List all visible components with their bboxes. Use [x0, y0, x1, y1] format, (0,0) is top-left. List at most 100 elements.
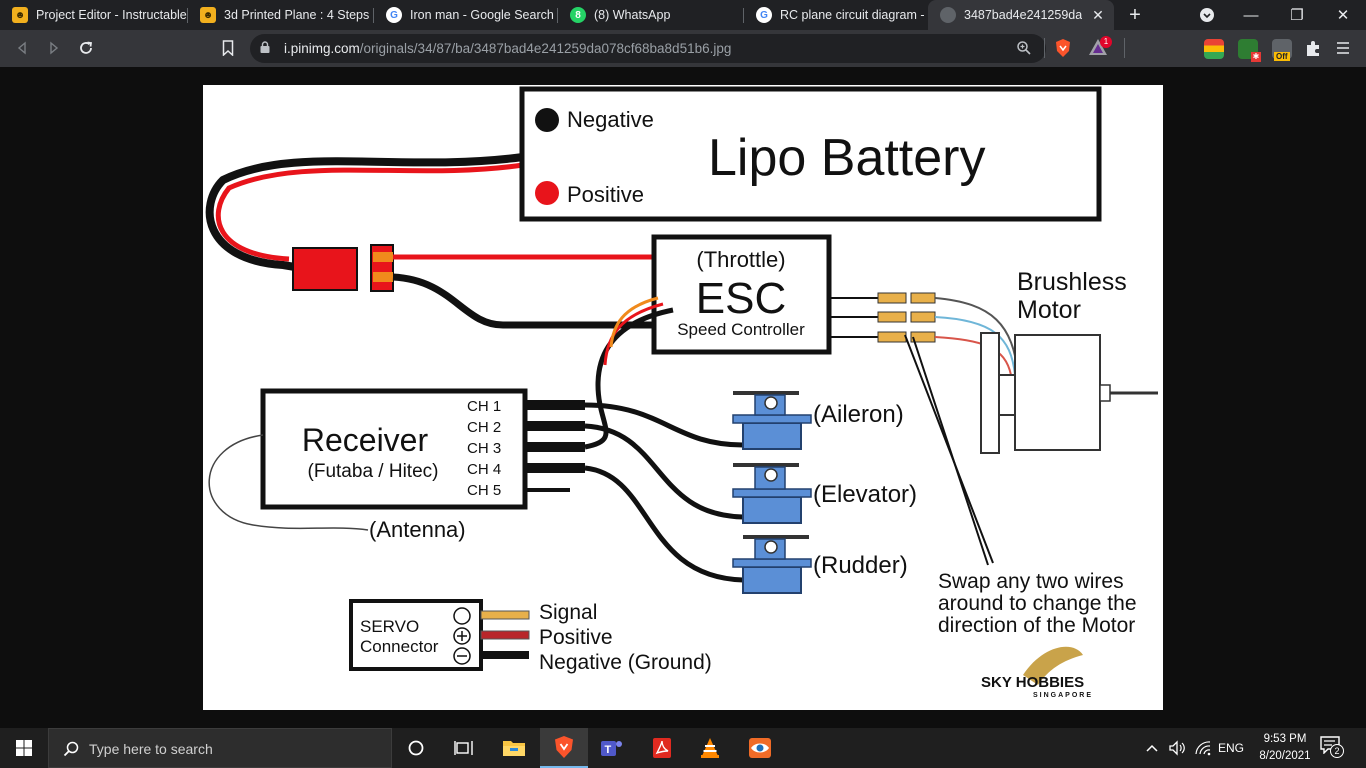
elevator-label: (Elevator): [813, 481, 917, 508]
brave-taskbar-button[interactable]: [540, 728, 588, 768]
cortana-button[interactable]: [392, 728, 440, 768]
eye-icon: [749, 738, 771, 758]
browser-toolbar: i.pinimg.com/originals/34/87/ba/3487bad4…: [0, 30, 1366, 67]
extension-off-icon[interactable]: Off: [1272, 39, 1292, 61]
esc-title: ESC: [696, 274, 786, 323]
forward-button[interactable]: [42, 36, 66, 60]
tab-title: 3d Printed Plane : 4 Steps -: [224, 8, 374, 22]
image-viewer: Negative Positive Lipo Battery (Throttle…: [0, 67, 1366, 728]
show-hidden-icons-button[interactable]: [1144, 728, 1160, 768]
tab-project-editor[interactable]: ☻ Project Editor - Instructables: [0, 0, 188, 30]
servo-negative-label: Negative (Ground): [539, 651, 712, 674]
esc-negative-wire: [392, 273, 656, 329]
extensions-puzzle-icon[interactable]: [1304, 39, 1322, 57]
brave-rewards-button[interactable]: 1: [1088, 36, 1114, 60]
negative-wire: [481, 651, 529, 659]
bullet-connectors: [877, 292, 936, 343]
back-button[interactable]: [10, 36, 34, 60]
chevron-down-icon: [1200, 8, 1214, 22]
tab-search-button[interactable]: [1184, 0, 1230, 30]
teams-button[interactable]: T: [588, 728, 636, 768]
positive-wire: [480, 630, 530, 640]
tab-3d-printed-plane[interactable]: ☻ 3d Printed Plane : 4 Steps -: [188, 0, 374, 30]
reload-icon: [80, 41, 93, 54]
start-button[interactable]: [0, 728, 48, 768]
new-tab-button[interactable]: +: [1129, 4, 1141, 26]
minimize-button[interactable]: —: [1243, 6, 1259, 24]
esc-subtitle: Speed Controller: [677, 320, 805, 339]
image-icon: [940, 7, 956, 23]
rudder-lead: [584, 465, 744, 583]
menu-icon[interactable]: [1336, 40, 1350, 56]
sky-hobbies-logo: SKY HOBBIES SINGAPORE: [981, 646, 1091, 699]
address-bar[interactable]: i.pinimg.com/originals/34/87/ba/3487bad4…: [250, 34, 1046, 63]
url-text: i.pinimg.com/originals/34/87/ba/3487bad4…: [284, 41, 732, 56]
close-window-button[interactable]: ✕: [1336, 7, 1350, 24]
cortana-icon: [408, 740, 424, 756]
clock-date: 8/20/2021: [1259, 750, 1311, 762]
vlc-icon: [701, 738, 719, 758]
reload-button[interactable]: [74, 36, 98, 60]
extension-green-icon[interactable]: ✱: [1238, 39, 1261, 62]
deans-plug-male: [370, 244, 394, 292]
system-clock[interactable]: 9:53 PM 8/20/2021: [1252, 731, 1318, 765]
swap-note-line2: around to change the: [938, 592, 1137, 615]
bookmark-icon[interactable]: [222, 40, 234, 56]
signal-pin-icon: [453, 607, 471, 625]
acrobat-button[interactable]: [638, 728, 686, 768]
servo-connector-label-line2: Connector: [360, 637, 439, 656]
negative-dot-icon: [535, 108, 559, 132]
tab-title: Iron man - Google Search: [410, 8, 554, 22]
motor-mount: [980, 332, 1000, 454]
antenna-wire: [208, 434, 369, 531]
rc-plane-circuit-diagram[interactable]: Negative Positive Lipo Battery (Throttle…: [203, 85, 1163, 710]
search-placeholder: Type here to search: [89, 741, 213, 757]
tab-strip: ☻ Project Editor - Instructables ☻ 3d Pr…: [0, 0, 1366, 30]
servo-aileron-icon: [732, 391, 812, 450]
tab-title: RC plane circuit diagram - G: [780, 8, 928, 22]
restore-button[interactable]: ❐: [1290, 7, 1304, 24]
tab-rc-plane-circuit[interactable]: G RC plane circuit diagram - G: [744, 0, 928, 30]
tab-close-icon[interactable]: ✕: [1092, 6, 1104, 23]
swap-note-line3: direction of the Motor: [938, 614, 1135, 637]
forward-arrow-icon: [50, 41, 59, 55]
network-button[interactable]: [1192, 728, 1214, 768]
language-indicator[interactable]: ENG: [1217, 741, 1244, 755]
google-icon: G: [756, 7, 772, 23]
brave-icon: [555, 736, 573, 758]
zoom-icon[interactable]: [1016, 40, 1032, 56]
task-view-icon: [454, 741, 473, 755]
tab-title: 3487bad4e241259da07: [964, 8, 1082, 22]
action-center-button[interactable]: 2: [1320, 736, 1346, 760]
servo-connector-label-line1: SERVO: [360, 617, 419, 636]
windows-logo-icon: [16, 740, 32, 756]
lock-icon: [260, 41, 270, 53]
teams-icon: T: [601, 741, 622, 756]
volume-button[interactable]: [1166, 728, 1188, 768]
task-view-button[interactable]: [440, 728, 488, 768]
channel-label: CH 4: [467, 461, 501, 478]
volume-icon: [1169, 740, 1185, 756]
brushless-motor-icon: [1014, 334, 1101, 451]
file-explorer-button[interactable]: [490, 728, 538, 768]
servo-rudder-icon: [732, 535, 812, 594]
vlc-button[interactable]: [686, 728, 734, 768]
channel-label: CH 5: [467, 482, 501, 499]
brave-shields-icon[interactable]: [1054, 38, 1072, 58]
photo-viewer-button[interactable]: [736, 728, 784, 768]
throttle-lead-black: [584, 307, 674, 450]
tab-active-image[interactable]: 3487bad4e241259da07 ✕: [928, 0, 1114, 30]
extension-off-badge: Off: [1274, 52, 1290, 61]
extension-stack-icon[interactable]: [1204, 39, 1224, 59]
battery-title: Lipo Battery: [708, 129, 986, 187]
google-icon: G: [386, 7, 402, 23]
deans-plug-female: [292, 247, 358, 291]
tab-whatsapp[interactable]: 8 (8) WhatsApp: [558, 0, 744, 30]
svg-text:T: T: [605, 744, 612, 756]
battery-negative-wire: [205, 153, 524, 271]
taskbar-search[interactable]: Type here to search: [48, 728, 392, 768]
esc-throttle-label: (Throttle): [696, 247, 785, 272]
notification-icon: [1320, 736, 1340, 755]
signal-wire: [480, 610, 530, 620]
tab-iron-man[interactable]: G Iron man - Google Search: [374, 0, 558, 30]
